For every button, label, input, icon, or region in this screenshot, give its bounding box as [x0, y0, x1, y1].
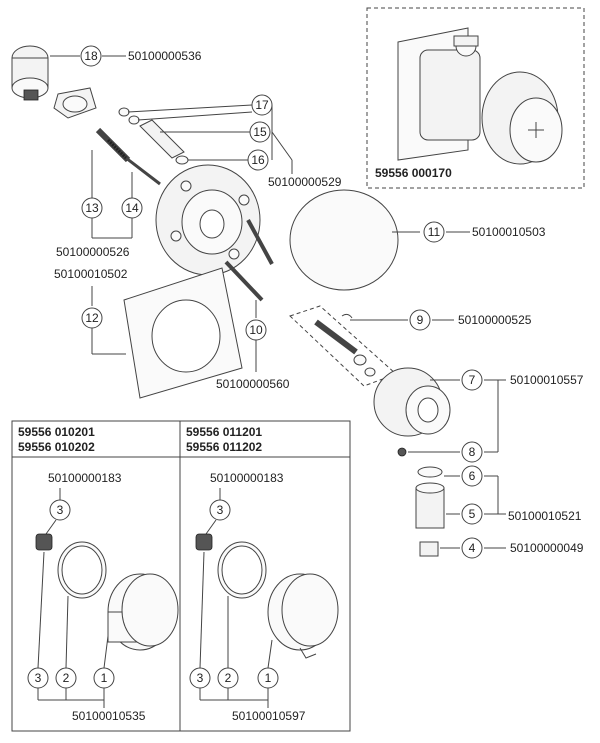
callout-18: 18: [80, 45, 102, 67]
part-14-rod: [125, 156, 161, 186]
code-13-14: 50100000526: [56, 245, 130, 259]
kit-2-header-2: 59556 011202: [186, 440, 262, 454]
mounting-flange: [155, 164, 261, 276]
kit-2-callout-bottom-3: 3: [189, 667, 211, 689]
svg-text:1: 1: [101, 671, 108, 685]
callout-15: 15: [249, 121, 271, 143]
callout-7: 7: [461, 369, 483, 391]
callout-17: 17: [251, 94, 273, 116]
part-6-ring: [417, 466, 443, 478]
part-16-ring: [175, 155, 189, 165]
part-10-bolts: [224, 219, 274, 302]
svg-text:7: 7: [469, 373, 476, 387]
kit-1-code-top: 50100000183: [48, 471, 122, 485]
svg-text:11: 11: [428, 225, 441, 239]
callout-12: 12: [81, 307, 103, 329]
svg-text:2: 2: [225, 671, 232, 685]
svg-text:10: 10: [249, 323, 263, 337]
inset-valve-body: 59556 000170: [366, 7, 585, 189]
code-15-17-16: 50100000529: [268, 175, 342, 189]
callout-6: 6: [461, 465, 483, 487]
svg-text:9: 9: [417, 313, 424, 327]
code-18: 50100000536: [128, 49, 202, 63]
kit-1-code-bottom: 50100010535: [72, 709, 146, 723]
kits-table: [11, 420, 351, 732]
svg-text:16: 16: [251, 153, 265, 167]
svg-text:17: 17: [255, 98, 269, 112]
kit-1-callout-bottom-2: 2: [55, 667, 77, 689]
svg-text:14: 14: [125, 201, 139, 215]
code-7: 50100010557: [510, 373, 584, 387]
svg-text:1: 1: [265, 671, 272, 685]
svg-text:15: 15: [253, 125, 267, 139]
svg-text:18: 18: [84, 49, 98, 63]
part-15-pipe: [139, 119, 185, 159]
svg-text:4: 4: [469, 541, 476, 555]
kit-1-header-1: 59556 010201: [18, 425, 95, 439]
kit-2-header-1: 59556 011201: [186, 425, 262, 439]
kit-2-code-bottom: 50100010597: [232, 709, 306, 723]
kit-1-header-2: 59556 010202: [18, 440, 95, 454]
svg-text:6: 6: [469, 469, 476, 483]
part-8-plug: [397, 447, 407, 457]
svg-text:3: 3: [197, 671, 204, 685]
part-9-spindle-kit: [289, 305, 397, 387]
svg-text:2: 2: [63, 671, 70, 685]
callout-13: 13: [81, 197, 103, 219]
kit-2-callout-top: 3: [209, 499, 231, 521]
kit-2: 59556 011201 59556 011202 50100000183 3 …: [186, 425, 339, 723]
code-5: 50100010521: [508, 509, 582, 523]
code-12: 50100010502: [54, 267, 128, 281]
code-10: 50100000560: [216, 377, 290, 391]
callout-10: 10: [245, 319, 267, 341]
svg-text:13: 13: [85, 201, 99, 215]
callout-4: 4: [461, 537, 483, 559]
part-4-adapter: [419, 541, 439, 557]
callouts: 18 50100000536 17 15 16 50100000529 13 1…: [54, 45, 584, 559]
part-12-square-plate: [123, 267, 243, 399]
code-11: 50100010503: [472, 225, 546, 239]
kit-2-callout-bottom-2: 2: [217, 667, 239, 689]
svg-text:12: 12: [85, 311, 99, 325]
kit-2-code-top: 50100000183: [210, 471, 284, 485]
callout-11: 11: [423, 221, 445, 243]
part-17-rings: [118, 107, 140, 125]
callout-14: 14: [121, 197, 143, 219]
kit-1: 59556 010201 59556 010202 50100000183 3 …: [18, 425, 179, 723]
svg-text:3: 3: [57, 503, 64, 517]
callout-8: 8: [461, 441, 483, 463]
kit-1-callout-top: 3: [49, 499, 71, 521]
callout-16: 16: [247, 149, 269, 171]
code-4: 50100000049: [510, 541, 584, 555]
inset-label: 59556 000170: [375, 166, 452, 180]
leader-lines: [50, 55, 506, 549]
code-9: 50100000525: [458, 313, 532, 327]
svg-text:8: 8: [469, 445, 476, 459]
kit-2-callout-bottom-1: 1: [257, 667, 279, 689]
callout-9: 9: [409, 309, 431, 331]
part-11-round-plate: [289, 189, 399, 291]
part-5-cartridge: [415, 482, 445, 529]
svg-text:5: 5: [469, 507, 476, 521]
part-18-cartridge: [11, 45, 49, 101]
callout-5: 5: [461, 503, 483, 525]
svg-text:3: 3: [217, 503, 224, 517]
part-13-screw: [95, 127, 131, 163]
part-nut: [53, 87, 97, 119]
kit-1-callout-bottom-3: 3: [27, 667, 49, 689]
svg-text:3: 3: [35, 671, 42, 685]
kit-1-callout-bottom-1: 1: [93, 667, 115, 689]
part-7-knob: [373, 367, 451, 437]
